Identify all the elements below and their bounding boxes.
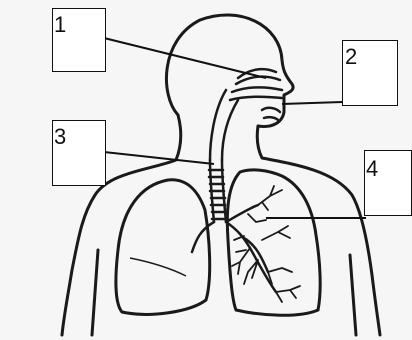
label-number-1: 1 [54,14,66,36]
label-number-2: 2 [345,46,357,68]
label-number-4: 4 [366,158,378,180]
label-number-3: 3 [54,126,66,148]
